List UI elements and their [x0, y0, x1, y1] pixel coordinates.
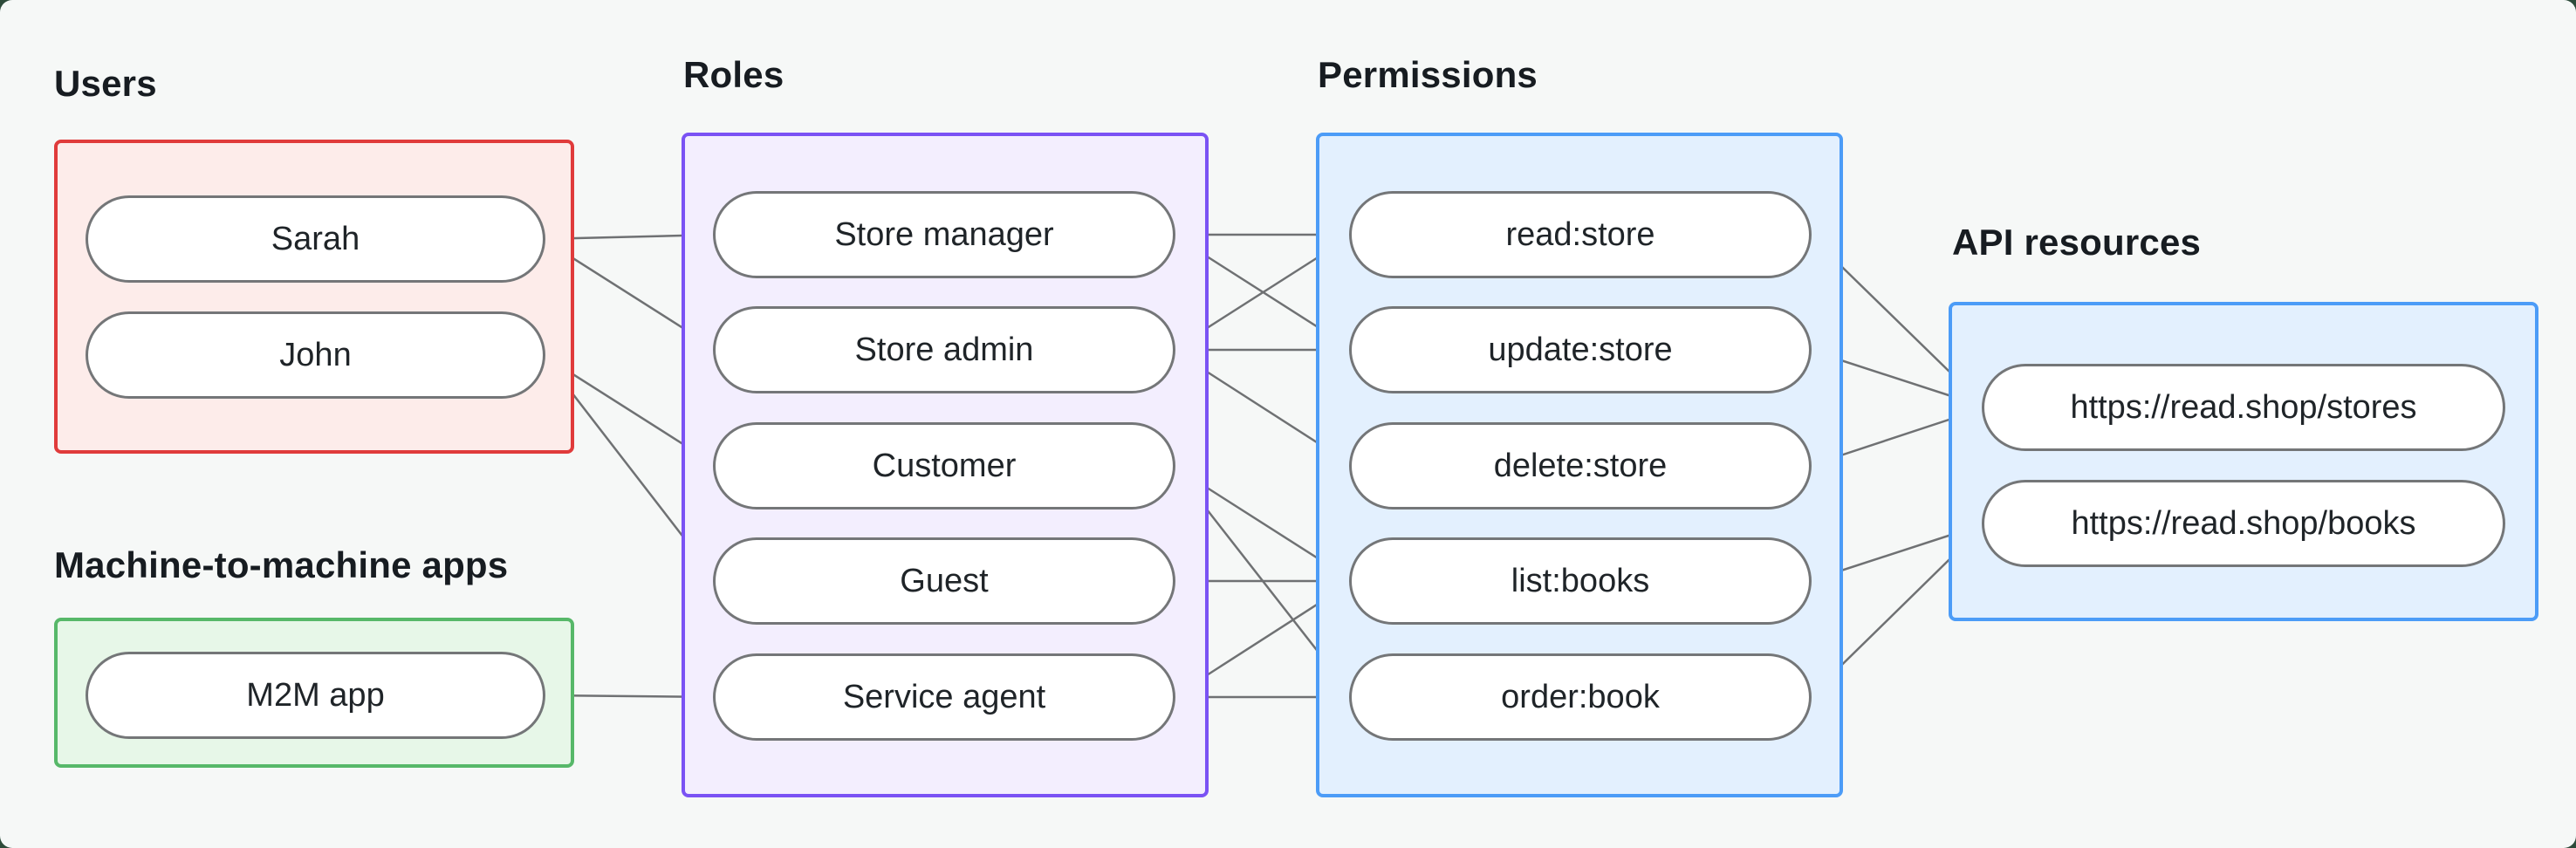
node-role-guest: Guest [713, 537, 1175, 625]
node-permission-delete-store: delete:store [1349, 422, 1812, 509]
node-permission-list-books: list:books [1349, 537, 1812, 625]
group-box-users [54, 140, 574, 454]
group-label-m2m-apps: Machine-to-machine apps [54, 544, 509, 585]
node-api-resource-books: https://read.shop/books [1982, 480, 2505, 567]
node-permission-read-store: read:store [1349, 191, 1812, 278]
group-label-roles: Roles [683, 54, 784, 95]
group-label-users: Users [54, 63, 157, 104]
node-user-sarah: Sarah [86, 195, 545, 283]
group-label-permissions: Permissions [1318, 54, 1538, 95]
group-box-api-resources [1949, 302, 2538, 621]
node-permission-update-store: update:store [1349, 306, 1812, 393]
group-label-api-resources: API resources [1952, 222, 2202, 263]
node-user-john: John [86, 311, 545, 399]
node-role-store-manager: Store manager [713, 191, 1175, 278]
node-role-service-agent: Service agent [713, 653, 1175, 741]
node-m2m-app: M2M app [86, 652, 545, 739]
node-permission-order-book: order:book [1349, 653, 1812, 741]
node-role-customer: Customer [713, 422, 1175, 509]
node-api-resource-stores: https://read.shop/stores [1982, 364, 2505, 451]
node-role-store-admin: Store admin [713, 306, 1175, 393]
